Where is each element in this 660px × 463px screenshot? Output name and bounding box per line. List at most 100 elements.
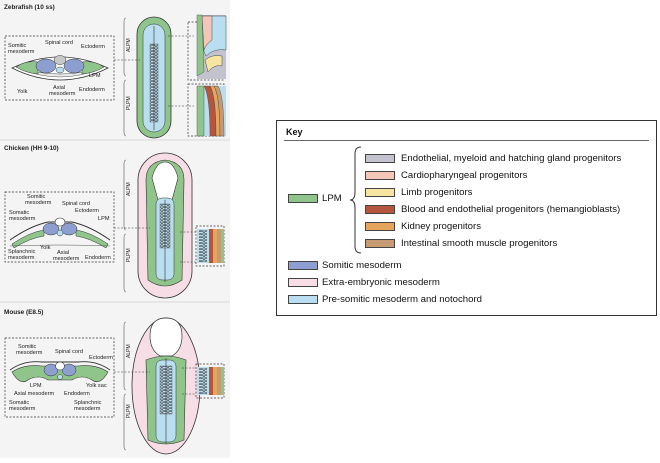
chicken-somite-left <box>42 222 60 236</box>
chicken-head <box>151 161 179 201</box>
cardiopharyngeal-label: Cardiopharyngeal progenitors <box>401 170 528 181</box>
chicken-spinal-cord <box>54 217 66 227</box>
mouse-title: Mouse (E8.5) <box>4 309 43 316</box>
chicken-lpm-right <box>75 229 109 249</box>
mouse-label-spinal-cord: Spinal cord <box>55 349 83 355</box>
key-panel: Key LPM Endothelial, myeloid and hatchin… <box>276 120 657 316</box>
mouse-label-lpm: LPM <box>30 383 42 389</box>
zebrafish-label-somitic-2: mesoderm <box>8 49 35 55</box>
chicken-label-ectoderm: Ectoderm <box>75 208 99 214</box>
chicken-inset <box>195 225 225 267</box>
zebrafish-plpm-label: PLPM <box>126 96 132 110</box>
zebrafish-lpm-left <box>15 61 39 75</box>
mouse-label-somatic-1: Somatic <box>9 400 29 406</box>
key-divider <box>284 140 649 141</box>
mouse-somite-right <box>61 363 77 377</box>
mouse-label-splanchnic-1: Splanchnic <box>74 400 102 406</box>
mouse-label-splanchnic-2: mesoderm <box>74 406 101 412</box>
chicken-label-yolk: Yolk <box>40 245 51 251</box>
mouse-label-somatic-2: mesoderm <box>9 406 36 412</box>
mouse-notochord <box>57 374 63 380</box>
kidney-swatch <box>365 222 395 231</box>
zebrafish-panel: Zebrafish (10 ss) Somitic mesoderm Spina… <box>4 4 227 139</box>
chicken-label-axial-1: Axial <box>57 250 69 256</box>
chicken-label-somitic-1: Somitic <box>27 194 46 200</box>
chicken-panel: Chicken (HH 9-10) Somitic mesoderm Spina… <box>4 145 225 299</box>
zebrafish-spinal-cord <box>53 55 67 65</box>
mouse-plpm-bracket <box>123 393 127 451</box>
chicken-somite-right <box>60 222 78 236</box>
zebrafish-plpm-bracket <box>123 79 127 137</box>
zebrafish-label-axial-1: Axial <box>53 85 65 91</box>
chicken-plpm-bracket <box>123 233 127 293</box>
mouse-head <box>149 317 183 357</box>
chicken-notochord <box>56 229 64 237</box>
blood-swatch <box>365 205 395 214</box>
mouse-label-endoderm: Endoderm <box>64 391 90 397</box>
chicken-label-spinal-cord: Spinal cord <box>62 201 90 207</box>
limb-label: Limb progenitors <box>401 187 473 198</box>
mouse-inset <box>195 363 225 399</box>
mouse-alpm-bracket <box>123 321 127 391</box>
chicken-label-lpm: LPM <box>98 216 110 222</box>
zebrafish-label-axial-2: mesoderm <box>49 91 76 97</box>
lpm-swatch <box>288 194 318 203</box>
presomitic-swatch <box>288 295 318 304</box>
mouse-plpm-label: PLPM <box>126 404 132 418</box>
chicken-label-somatic-1: Somatic <box>9 210 29 216</box>
chicken-label-splanchnic-2: mesoderm <box>8 255 35 261</box>
kidney-label: Kidney progenitors <box>401 221 481 232</box>
zebrafish-section-box <box>4 35 115 101</box>
mouse-label-somitic-1: Somitic <box>18 344 37 350</box>
zebrafish-title: Zebrafish (10 ss) <box>4 4 55 11</box>
chicken-plpm-label: PLPM <box>126 248 132 262</box>
presomitic-label: Pre-somitic mesoderm and notochord <box>322 294 482 305</box>
extra-embryonic-label: Extra-embryonic mesoderm <box>322 277 440 288</box>
zebrafish-notochord <box>55 66 65 74</box>
intestinal-swatch <box>365 239 395 248</box>
chicken-lpm-left <box>11 229 45 249</box>
mouse-label-yolk-sac: Yolk sac <box>86 383 107 389</box>
extra-embryonic-swatch <box>288 278 318 287</box>
mouse-panel: Mouse (E8.5) Somitic mesoderm Spinal cor… <box>4 309 225 455</box>
mouse-label-axial: Axial mesoderm <box>14 391 54 397</box>
mouse-label-ectoderm: Ectoderm <box>89 355 113 361</box>
mouse-alpm-label: ALPM <box>126 344 132 358</box>
zebrafish-somite-left <box>35 58 57 74</box>
figure-panel: Zebrafish (10 ss) Somitic mesoderm Spina… <box>0 0 230 458</box>
cardiopharyngeal-swatch <box>365 171 395 180</box>
mouse-section-box <box>4 337 115 418</box>
zebrafish-alpm-label: ALPM <box>126 38 132 52</box>
limb-swatch <box>365 188 395 197</box>
chicken-label-splanchnic-1: Splanchnic <box>8 249 36 255</box>
zebrafish-label-somitic-1: Somitic <box>8 43 27 49</box>
endothelial-myeloid-label: Endothelial, myeloid and hatching gland … <box>401 153 622 164</box>
lpm-label: LPM <box>322 193 342 204</box>
zebrafish-somite-right <box>63 58 85 74</box>
somitic-swatch <box>288 261 318 270</box>
chicken-title: Chicken (HH 9-10) <box>4 145 59 152</box>
chicken-section-box <box>4 191 115 263</box>
chicken-label-axial-2: mesoderm <box>53 256 80 262</box>
endothelial-myeloid-swatch <box>365 154 395 163</box>
zebrafish-label-ectoderm: Ectoderm <box>81 44 105 50</box>
zebrafish-label-yolk: Yolk <box>17 89 28 95</box>
mouse-label-somitic-2: mesoderm <box>16 350 43 356</box>
lpm-brace <box>349 146 362 254</box>
intestinal-label: Intestinal smooth muscle progenitors <box>401 238 558 249</box>
chicken-alpm-bracket <box>123 159 127 231</box>
mouse-somite-left <box>43 363 59 377</box>
chicken-alpm-label: ALPM <box>126 182 132 196</box>
key-title: Key <box>286 127 303 137</box>
zebrafish-label-lpm: LPM <box>89 73 101 79</box>
chicken-label-endoderm: Endoderm <box>85 255 111 261</box>
chicken-label-somitic-2: mesoderm <box>25 200 52 206</box>
zebrafish-alpm-bracket <box>123 17 127 77</box>
zebrafish-label-endoderm: Endoderm <box>79 87 105 93</box>
zebrafish-label-spinal-cord: Spinal cord <box>45 40 73 46</box>
mouse-spinal-cord <box>55 361 65 371</box>
chicken-label-somatic-2: mesoderm <box>9 216 36 222</box>
lpm-figure: Zebrafish (10 ss) Somitic mesoderm Spina… <box>0 4 230 455</box>
somitic-label: Somitic mesoderm <box>322 260 402 271</box>
blood-label: Blood and endothelial progenitors (heman… <box>401 204 621 215</box>
